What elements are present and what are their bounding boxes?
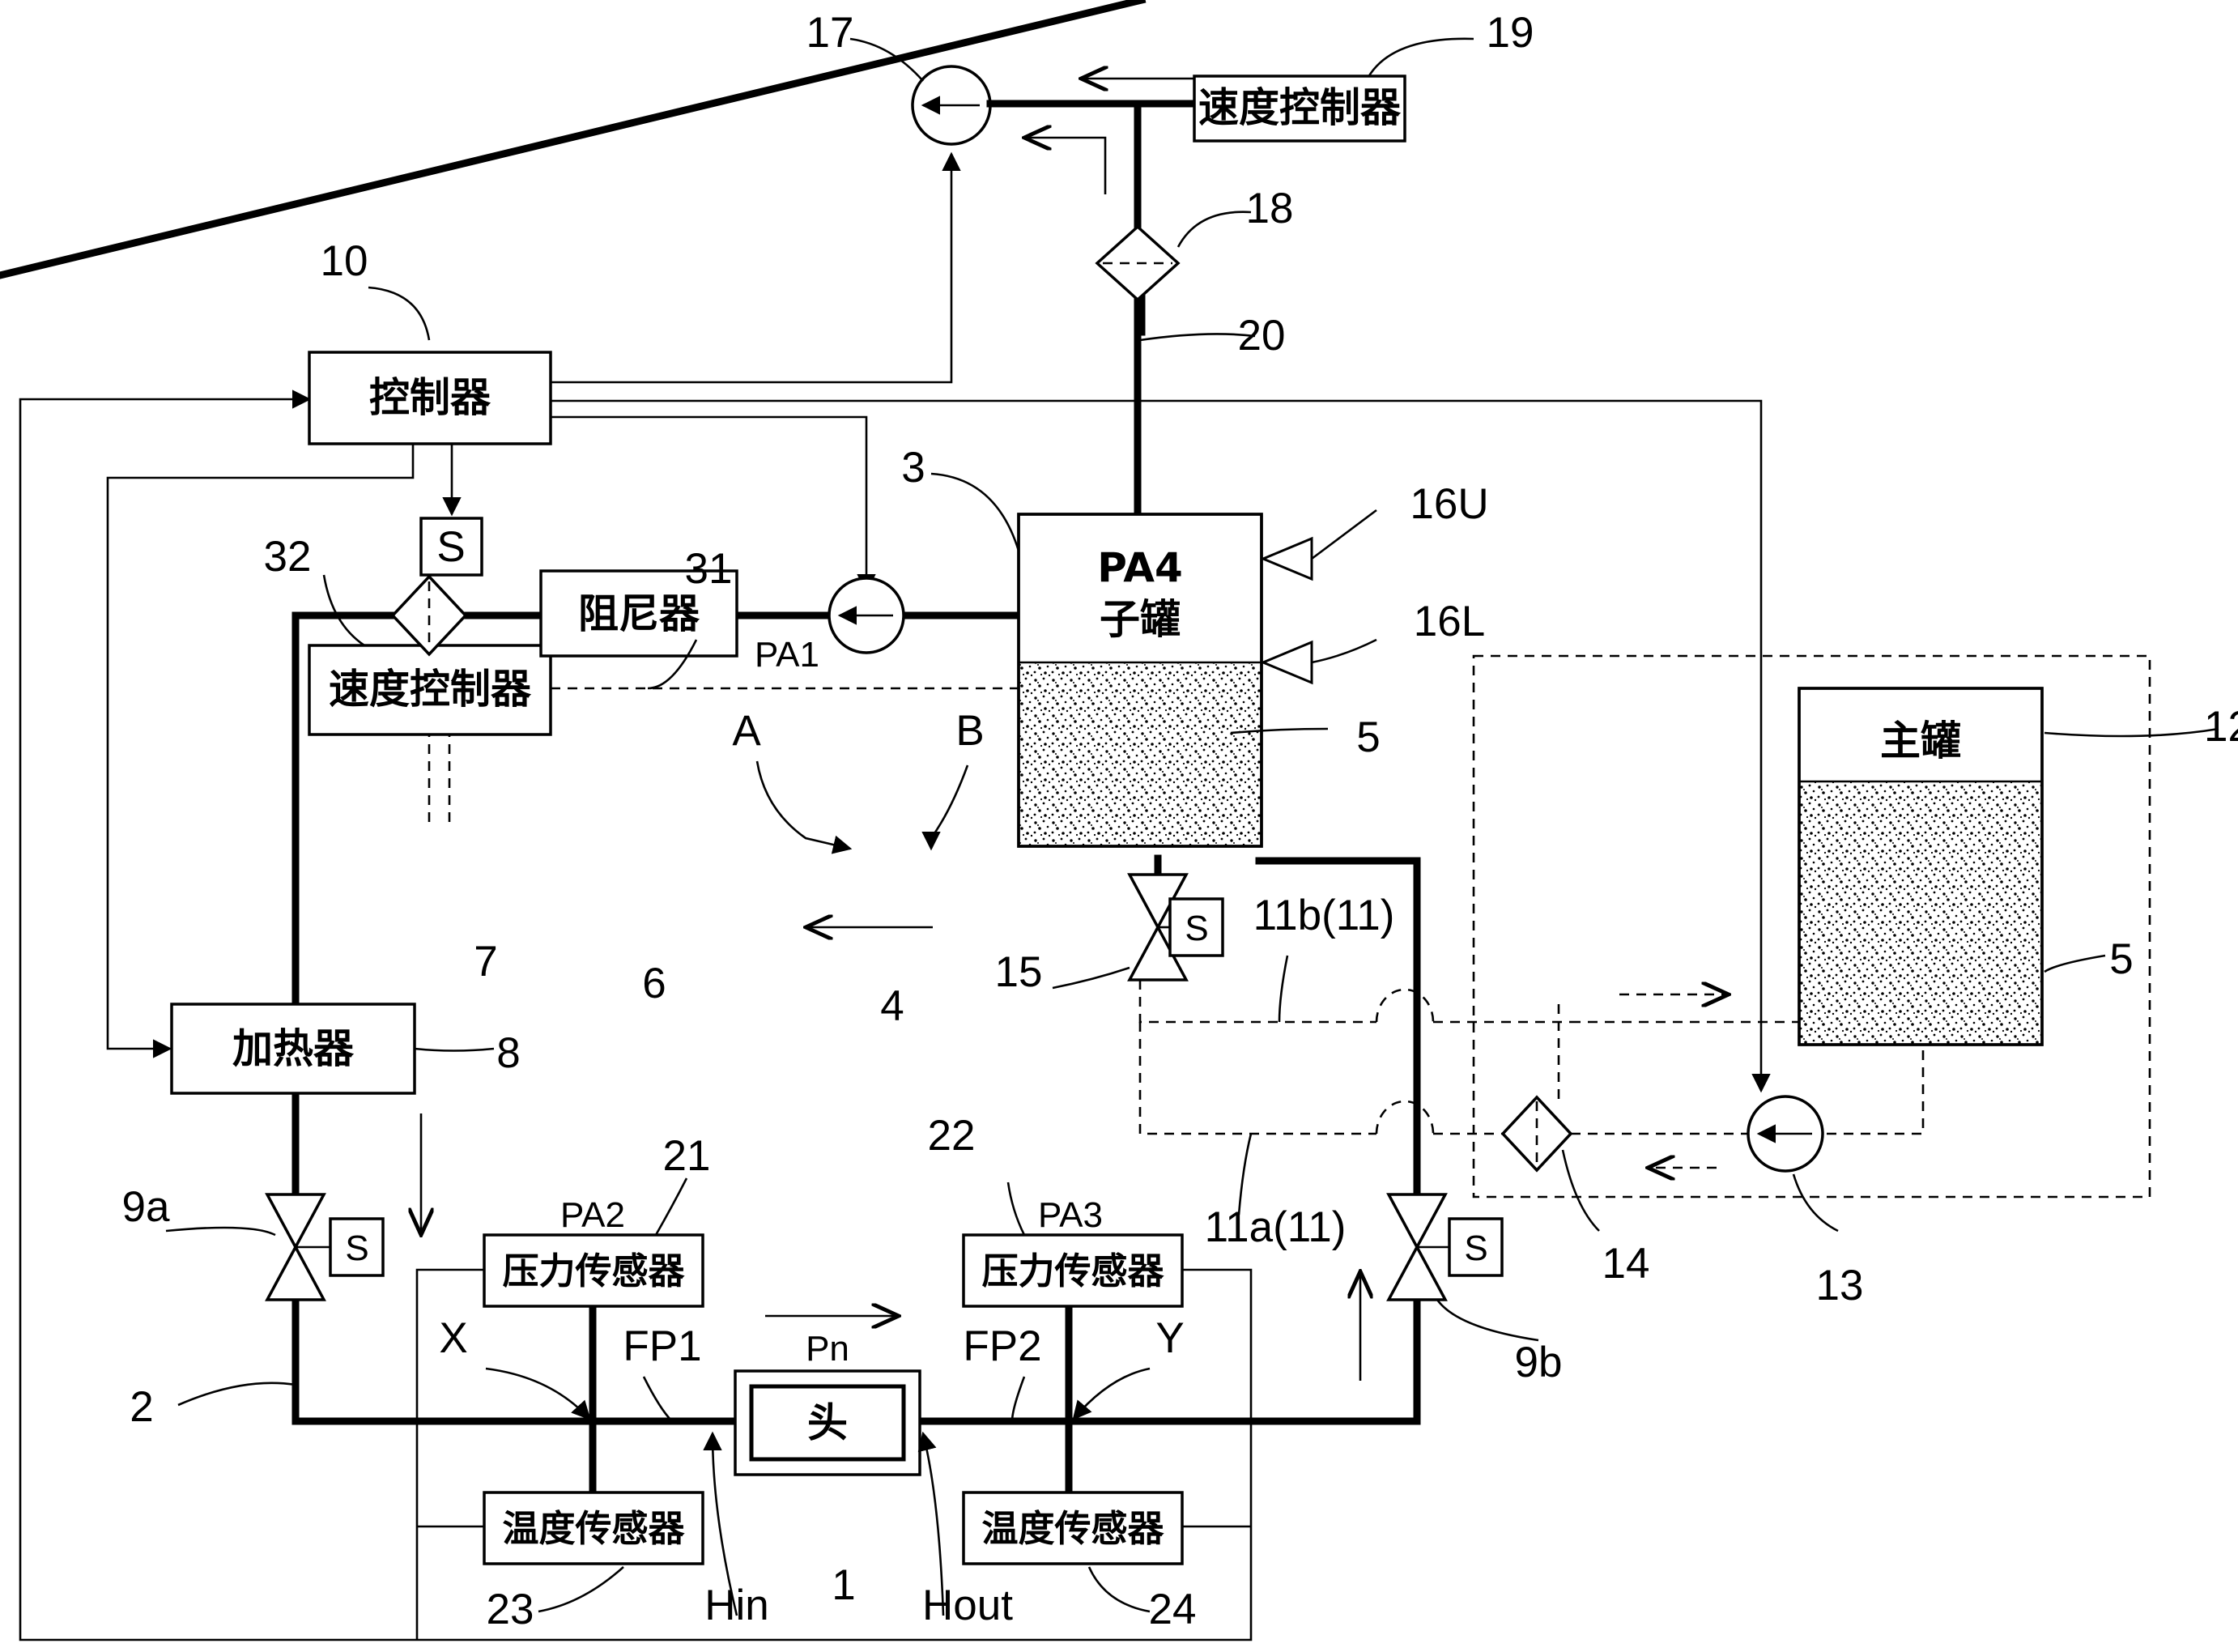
label-3: 3 <box>901 444 925 492</box>
label-7: 7 <box>474 938 497 986</box>
svg-text:主罐: 主罐 <box>1880 717 1961 764</box>
label-21: 21 <box>663 1132 711 1180</box>
heater-8: 加热器 <box>172 1004 415 1093</box>
label-11a: 11a(11) <box>1205 1203 1347 1251</box>
svg-text:S: S <box>345 1228 368 1268</box>
label-16L: 16L <box>1414 598 1485 645</box>
level-sensor-16U <box>1263 539 1312 579</box>
svg-text:速度控制器: 速度控制器 <box>329 666 532 713</box>
label-1: 1 <box>832 1561 855 1609</box>
svg-text:速度控制器: 速度控制器 <box>1198 84 1402 131</box>
svg-text:子罐: 子罐 <box>1100 596 1181 643</box>
label-14: 14 <box>1602 1240 1650 1288</box>
main-tank-12: 主罐 <box>1799 688 2042 1045</box>
svg-text:控制器: 控制器 <box>369 374 491 421</box>
speed-controller-19: 速度控制器 <box>1194 76 1405 141</box>
svg-text:PA4: PA4 <box>1097 544 1183 591</box>
svg-text:压力传感器: 压力传感器 <box>502 1250 685 1292</box>
valve-9b: S <box>1389 1194 1502 1300</box>
label-20: 20 <box>1238 312 1286 360</box>
label-31: 31 <box>685 545 733 593</box>
svg-text:温度传感器: 温度传感器 <box>981 1507 1164 1550</box>
label-23: 23 <box>487 1586 534 1633</box>
filter-18 <box>1097 227 1178 300</box>
label-32: 32 <box>264 533 312 581</box>
label-17: 17 <box>806 9 854 57</box>
svg-text:头: 头 <box>807 1399 848 1446</box>
svg-text:S: S <box>436 523 465 571</box>
label-10: 10 <box>321 237 368 285</box>
label-4: 4 <box>880 982 904 1030</box>
label-PA3: PA3 <box>1038 1195 1103 1235</box>
pressure-sensor-22: 压力传感器 <box>964 1235 1182 1306</box>
sub-tank-3: PA4 子罐 <box>1019 514 1262 846</box>
label-24: 24 <box>1149 1586 1197 1633</box>
svg-text:S: S <box>1185 909 1208 948</box>
label-X: X <box>439 1314 467 1362</box>
label-11b: 11b(11) <box>1253 892 1395 939</box>
filter-7 <box>393 577 466 654</box>
filter-14 <box>1503 1097 1571 1170</box>
label-19: 19 <box>1487 9 1534 57</box>
svg-text:压力传感器: 压力传感器 <box>981 1250 1164 1292</box>
svg-text:温度传感器: 温度传感器 <box>502 1507 685 1550</box>
label-Hin: Hin <box>704 1582 769 1629</box>
valve-15: S <box>1130 875 1223 980</box>
label-22: 22 <box>928 1112 976 1160</box>
label-5-main-tank: 5 <box>2109 935 2133 983</box>
label-PA1: PA1 <box>755 635 819 675</box>
temp-sensor-24: 温度传感器 <box>964 1492 1182 1564</box>
temp-sensor-23: 温度传感器 <box>484 1492 703 1564</box>
valve-9a: S <box>267 1194 383 1300</box>
junction-arrows <box>486 761 1150 1616</box>
label-A: A <box>732 707 761 755</box>
label-15: 15 <box>995 948 1043 996</box>
controller-10: 控制器 <box>309 352 551 444</box>
label-13: 13 <box>1816 1262 1864 1309</box>
label-Pn: Pn <box>806 1329 849 1369</box>
label-18: 18 <box>1246 185 1294 232</box>
label-12: 12 <box>2204 703 2238 751</box>
label-PA2: PA2 <box>560 1195 625 1235</box>
pump-13 <box>1748 1096 1823 1171</box>
speed-controller-32: 速度控制器 <box>309 645 551 734</box>
level-sensor-16L <box>1263 642 1312 683</box>
svg-text:S: S <box>1464 1228 1487 1268</box>
label-2: 2 <box>130 1383 153 1431</box>
svg-text:阻尼器: 阻尼器 <box>578 590 700 637</box>
label-9a: 9a <box>122 1183 170 1231</box>
label-FP1: FP1 <box>623 1322 701 1370</box>
label-FP2: FP2 <box>963 1322 1041 1370</box>
svg-text:加热器: 加热器 <box>232 1025 355 1072</box>
label-16U: 16U <box>1410 480 1488 528</box>
label-Hout: Hout <box>922 1582 1013 1629</box>
label-9b: 9b <box>1515 1339 1563 1386</box>
pump-4 <box>829 578 904 653</box>
pump-17 <box>913 66 992 144</box>
label-5-sub-tank: 5 <box>1356 713 1380 761</box>
head-1: 头 <box>735 1371 920 1475</box>
pressure-sensor-21: 压力传感器 <box>484 1235 703 1306</box>
label-8: 8 <box>496 1029 520 1077</box>
label-6: 6 <box>642 960 666 1007</box>
label-Y: Y <box>1155 1314 1184 1362</box>
label-B: B <box>955 707 984 755</box>
solenoid-indicator-box: S <box>421 518 482 575</box>
